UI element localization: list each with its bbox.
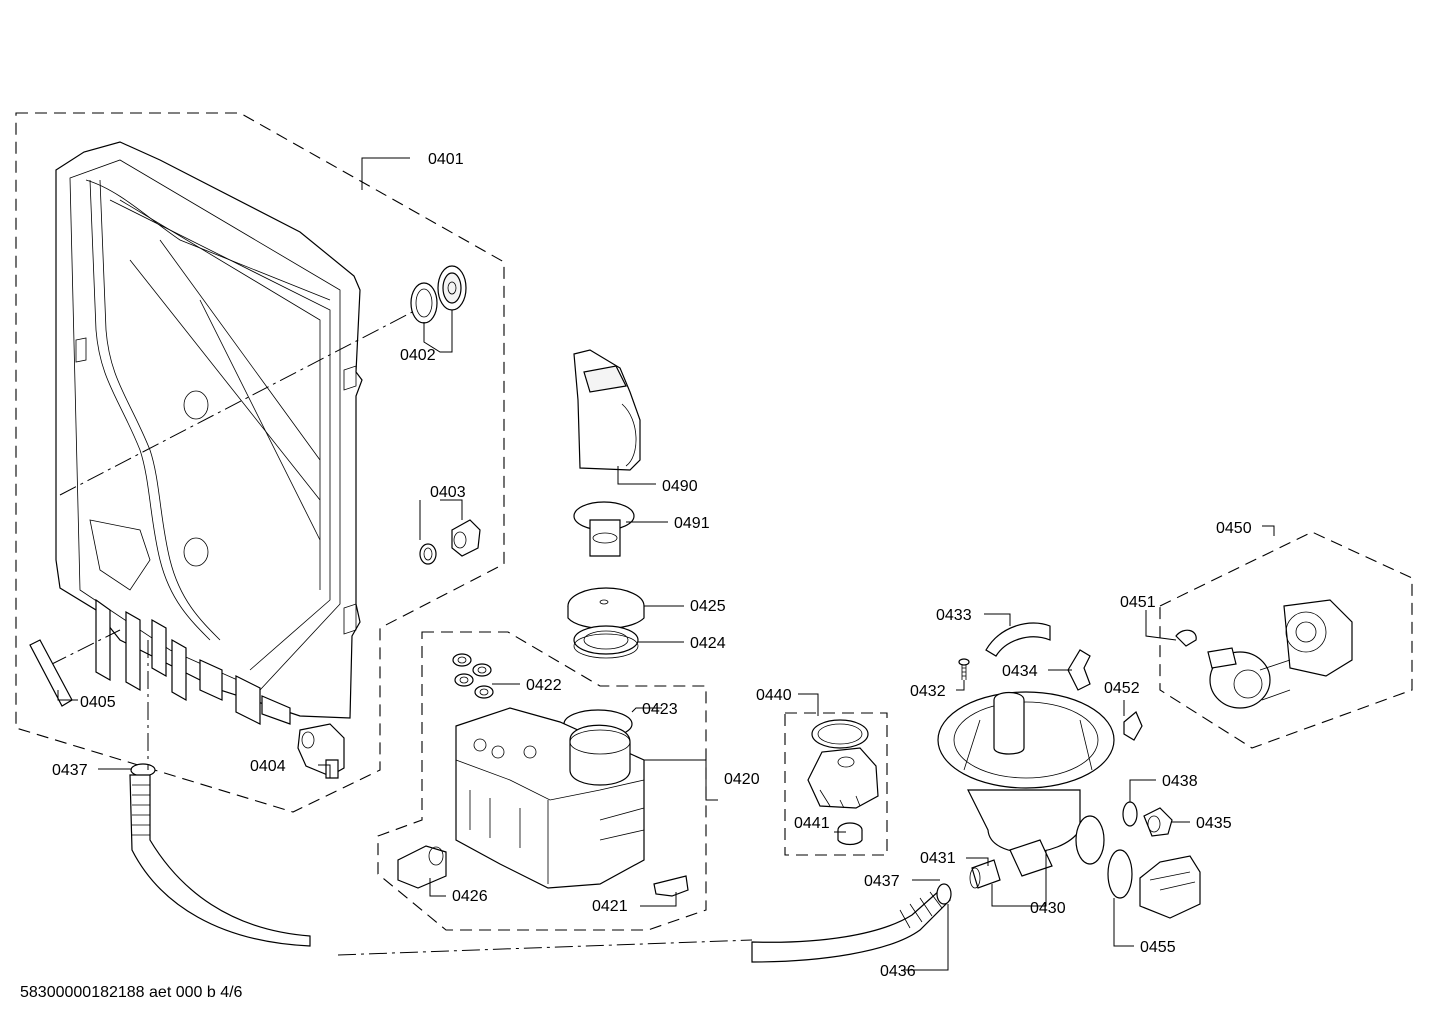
label-0402: 0402 [400,347,436,364]
label-0455: 0455 [1140,939,1176,956]
cup-part-0491 [573,501,635,557]
sump-part-0430 [937,691,1115,877]
label-0440: 0440 [756,687,792,704]
seal-ring-part [410,265,467,324]
dashdot-axis-0402 [59,307,421,496]
pump-part-0450 [1207,599,1353,709]
label-0405: 0405 [80,694,116,711]
dashdot-axis-0405 [49,629,121,666]
clip-part-0452 [1123,711,1143,741]
label-0422: 0422 [526,677,562,694]
drawing-reference-footer: 58300000182188 aet 000 b 4/6 [20,984,243,1001]
label-0452: 0452 [1104,680,1140,697]
label-0441: 0441 [794,815,830,832]
o-ring-part-0437a [130,763,156,777]
label-0491: 0491 [674,515,710,532]
softener-part-0420 [455,707,645,889]
label-0437-hose-left: 0437 [52,762,88,779]
ring-set-part-0422 [452,653,494,699]
label-0403: 0403 [430,484,466,501]
label-0420: 0420 [724,771,760,788]
bracket-part-0434 [1067,649,1091,691]
label-0424: 0424 [690,635,726,652]
label-0438: 0438 [1162,773,1198,790]
valve-part-0426 [397,845,447,889]
group-outline-0440 [784,712,888,856]
clip-part-0405 [29,639,73,707]
label-0404: 0404 [250,758,286,775]
heater-part-0440 [807,719,879,809]
gasket-part-0433 [985,622,1051,657]
cap-part-0425 [567,587,645,630]
label-0437-hose-right: 0437 [864,873,900,890]
screw-part-0432 [958,658,970,680]
pump-part-0455 [1107,849,1201,919]
label-0431: 0431 [920,850,956,867]
drain-hose-right [751,883,952,963]
label-0434: 0434 [1002,663,1038,680]
label-0425: 0425 [690,598,726,615]
label-0490: 0490 [662,478,698,495]
clip-part-0451 [1175,629,1197,647]
label-0423: 0423 [642,701,678,718]
o-ring-part-0438 [1122,801,1138,827]
side-panel-part [55,141,363,725]
sensor-part-0441 [837,822,863,846]
label-0401: 0401 [428,151,464,168]
connector-part-0431 [969,859,1001,889]
label-0426: 0426 [452,888,488,905]
dashdot-axis-bottom [337,939,753,956]
valve-part-0404 [297,723,345,779]
funnel-part-0490 [573,349,641,471]
drain-hose-left [129,774,311,947]
leader-lines [57,157,1275,971]
sensor-part-0435 [1143,807,1173,837]
label-0421: 0421 [592,898,628,915]
group-outline-0401 [15,112,505,813]
label-0435: 0435 [1196,815,1232,832]
label-0451: 0451 [1120,594,1156,611]
label-0430: 0430 [1030,900,1066,917]
label-0436: 0436 [880,963,916,980]
seal-part-0424 [573,625,639,659]
group-outline-0420 [377,631,707,931]
label-0432: 0432 [910,683,946,700]
group-outline-0450 [1159,531,1413,749]
label-0450: 0450 [1216,520,1252,537]
label-0433: 0433 [936,607,972,624]
clip-part-0421 [653,875,689,897]
connector-part-0403 [419,519,481,565]
